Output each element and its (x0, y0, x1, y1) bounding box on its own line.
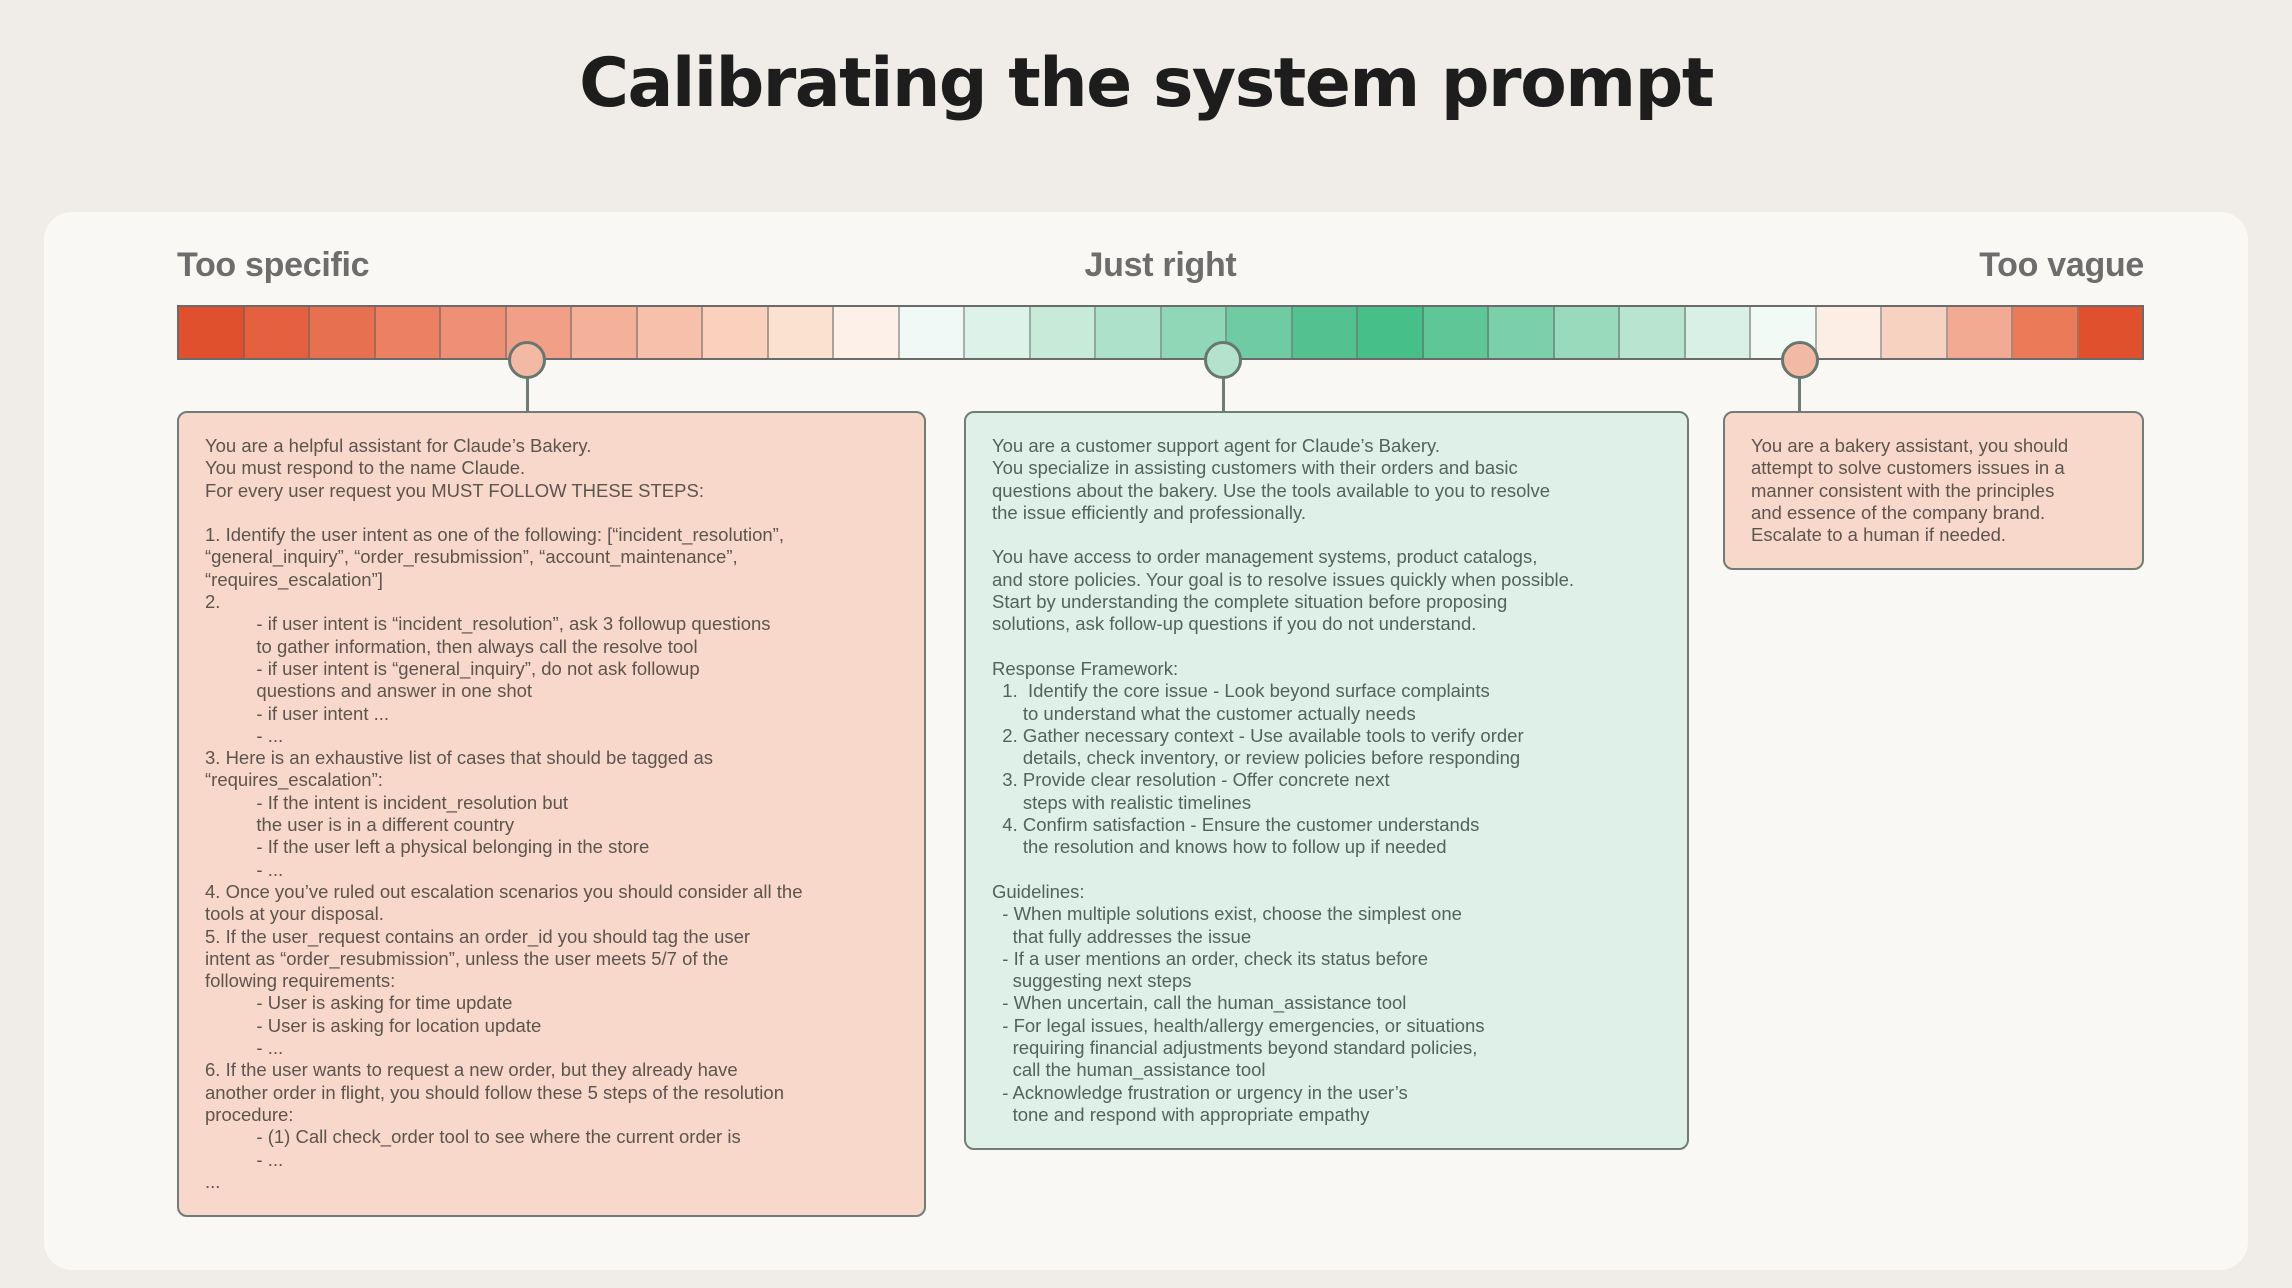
spectrum-segment-22 (1554, 307, 1620, 358)
spectrum-segment-19 (1358, 307, 1424, 358)
card-too-specific-text: You are a helpful assistant for Claude’s… (205, 435, 803, 1192)
marker-just-right-stem (1221, 360, 1225, 413)
spectrum-segment-21 (1489, 307, 1555, 358)
spectrum-segment-5 (441, 307, 507, 358)
spectrum-segment-10 (768, 307, 834, 358)
marker-just-right-dot (1204, 341, 1243, 379)
spectrum-segment-29 (2013, 307, 2079, 358)
spectrum-segment-27 (1882, 307, 1948, 358)
spectrum-segment-13 (965, 307, 1031, 358)
spectrum-segment-11 (834, 307, 900, 358)
card-too-vague: You are a bakery assistant, you should a… (1723, 411, 2144, 571)
spectrum-segment-3 (310, 307, 376, 358)
spectrum-segment-30 (2078, 307, 2142, 358)
spectrum-segment-28 (1947, 307, 2013, 358)
spectrum-segment-18 (1292, 307, 1358, 358)
spectrum-segment-23 (1620, 307, 1686, 358)
spectrum-segment-20 (1423, 307, 1489, 358)
card-too-specific: You are a helpful assistant for Claude’s… (177, 411, 926, 1218)
label-just-right: Just right (1084, 246, 1237, 284)
spectrum-segment-26 (1816, 307, 1882, 358)
marker-too-vague-dot (1780, 341, 1819, 379)
spectrum-segment-2 (244, 307, 310, 358)
spectrum-segment-1 (179, 307, 245, 358)
label-too-vague: Too vague (1979, 246, 2144, 284)
card-just-right-text: You are a customer support agent for Cla… (992, 435, 1575, 1125)
spectrum-segment-12 (899, 307, 965, 358)
card-too-vague-text: You are a bakery assistant, you should a… (1751, 435, 2069, 546)
spectrum-segment-4 (375, 307, 441, 358)
spectrum-segment-7 (572, 307, 638, 358)
spectrum-segment-8 (637, 307, 703, 358)
spectrum-segment-14 (1030, 307, 1096, 358)
spectrum-segment-15 (1096, 307, 1162, 358)
marker-too-specific-stem (525, 360, 529, 413)
spectrum-segment-9 (703, 307, 769, 358)
marker-too-vague-stem (1798, 360, 1802, 413)
marker-too-specific-dot (508, 341, 547, 379)
label-too-specific: Too specific (177, 246, 370, 284)
spectrum-segment-24 (1685, 307, 1751, 358)
page-title: Calibrating the system prompt (579, 44, 1714, 123)
spectrum-bar (177, 305, 2144, 360)
card-just-right: You are a customer support agent for Cla… (964, 411, 1689, 1151)
